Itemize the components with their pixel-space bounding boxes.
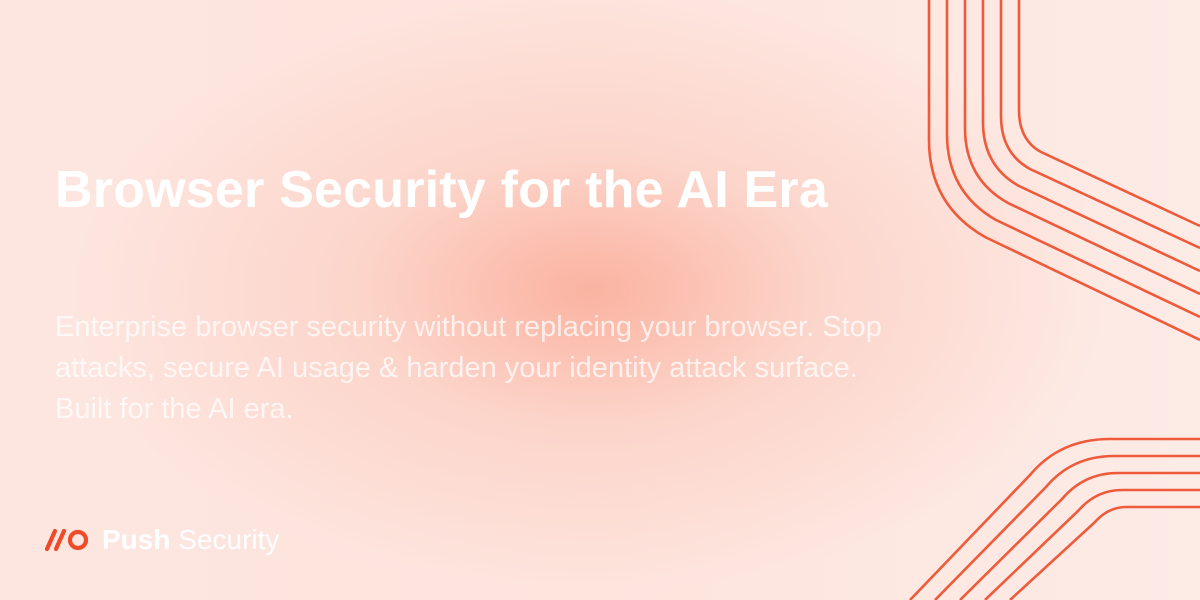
- hero-description: Enterprise browser security without repl…: [55, 311, 882, 425]
- push-security-logo-icon: [44, 528, 89, 552]
- page-headline: Browser Security for the AI Era: [55, 161, 828, 219]
- brand-name-secondary: Security: [178, 524, 280, 555]
- brand-name-primary: Push: [102, 524, 171, 555]
- brand-logo-lockup[interactable]: Push Security: [44, 522, 279, 558]
- brand-name: Push Security: [102, 524, 279, 556]
